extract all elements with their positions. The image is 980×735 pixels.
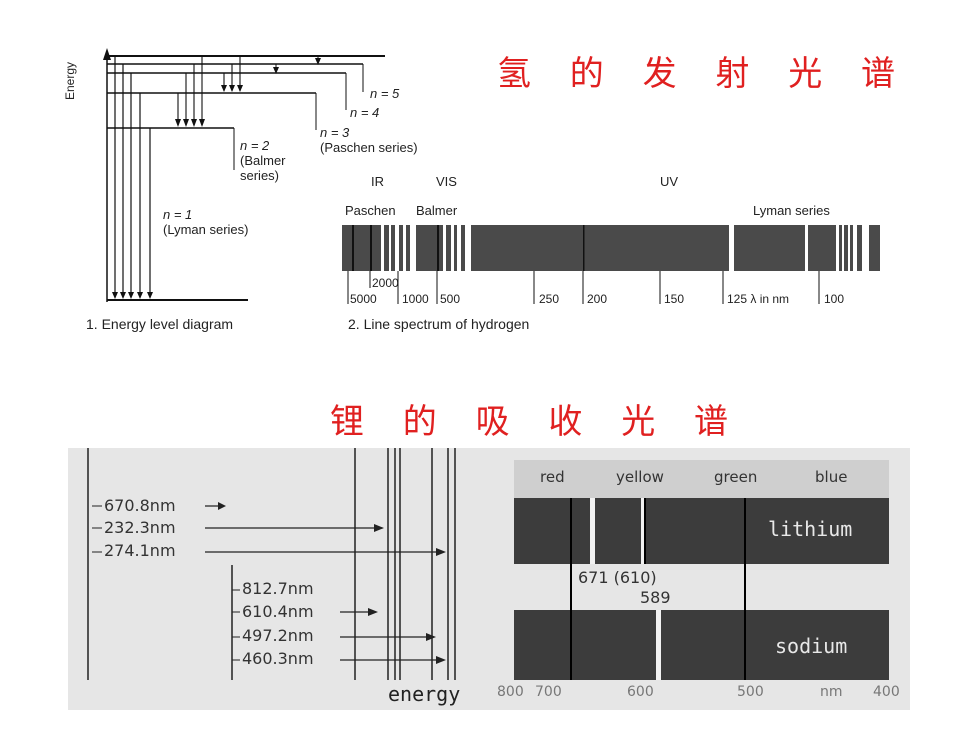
tick-500: 500 — [440, 292, 461, 306]
level-n1-series: (Lyman series) — [163, 222, 249, 237]
lithium-line-label: 671 (610) — [578, 568, 657, 587]
wavelength-460-3: 460.3nm — [242, 649, 314, 668]
scale-400: 400 — [873, 684, 900, 700]
level-n2-label: n = 2 — [240, 138, 270, 153]
scale-700: 700 — [535, 684, 562, 700]
wavelength-497-2: 497.2nm — [242, 626, 314, 645]
level-n5-label: n = 5 — [370, 86, 400, 101]
lithium-title: 锂 的 吸 收 光 谱 — [330, 402, 743, 442]
balmer-label: Balmer — [416, 203, 458, 218]
level-n3-label: n = 3 — [320, 125, 350, 140]
energy-level-caption: 1. Energy level diagram — [86, 316, 234, 332]
lyman-label: Lyman series — [753, 203, 830, 218]
wavelength-812-7: 812.7nm — [242, 579, 314, 598]
level-n4-label: n = 4 — [350, 105, 380, 120]
scale-800: 800 — [497, 684, 524, 700]
color-blue: blue — [815, 468, 848, 486]
wavelength-670-8: 670.8nm — [104, 496, 176, 515]
lithium-label: lithium — [768, 517, 853, 541]
tick-150: 150 — [664, 292, 685, 306]
scale-600: 600 — [627, 684, 654, 700]
level-n1-label: n = 1 — [163, 207, 193, 222]
color-yellow: yellow — [616, 468, 664, 486]
level-n2-series-2: series) — [240, 168, 280, 183]
wavelength-232-3: 232.3nm — [104, 518, 176, 537]
hydrogen-title: 氢 的 发 射 光 谱 — [497, 54, 910, 94]
tick-125: 125 λ in nm — [727, 292, 790, 306]
sodium-label: sodium — [775, 634, 848, 658]
region-vis: VIS — [436, 174, 457, 189]
scale-500: 500 — [737, 684, 764, 700]
line-spectrum-caption: 2. Line spectrum of hydrogen — [348, 316, 530, 332]
paschen-label: Paschen — [345, 203, 396, 218]
tick-250: 250 — [539, 292, 560, 306]
color-green: green — [714, 468, 758, 486]
wavelength-610-4: 610.4nm — [242, 602, 314, 621]
level-n3-series: (Paschen series) — [320, 140, 418, 155]
level-n2-series-1: (Balmer — [240, 153, 286, 168]
region-uv: UV — [660, 174, 679, 189]
scale-unit: nm — [820, 684, 843, 700]
tick-200: 200 — [587, 292, 608, 306]
tick-1000: 1000 — [402, 292, 429, 306]
tick-100: 100 — [824, 292, 845, 306]
wavelength-274-1: 274.1nm — [104, 541, 176, 560]
region-ir: IR — [371, 174, 384, 189]
tick-5000: 5000 — [350, 292, 377, 306]
tick-2000: 2000 — [372, 276, 399, 290]
color-red: red — [540, 468, 565, 486]
sodium-line-label: 589 — [640, 588, 671, 607]
energy-label: energy — [388, 682, 461, 706]
